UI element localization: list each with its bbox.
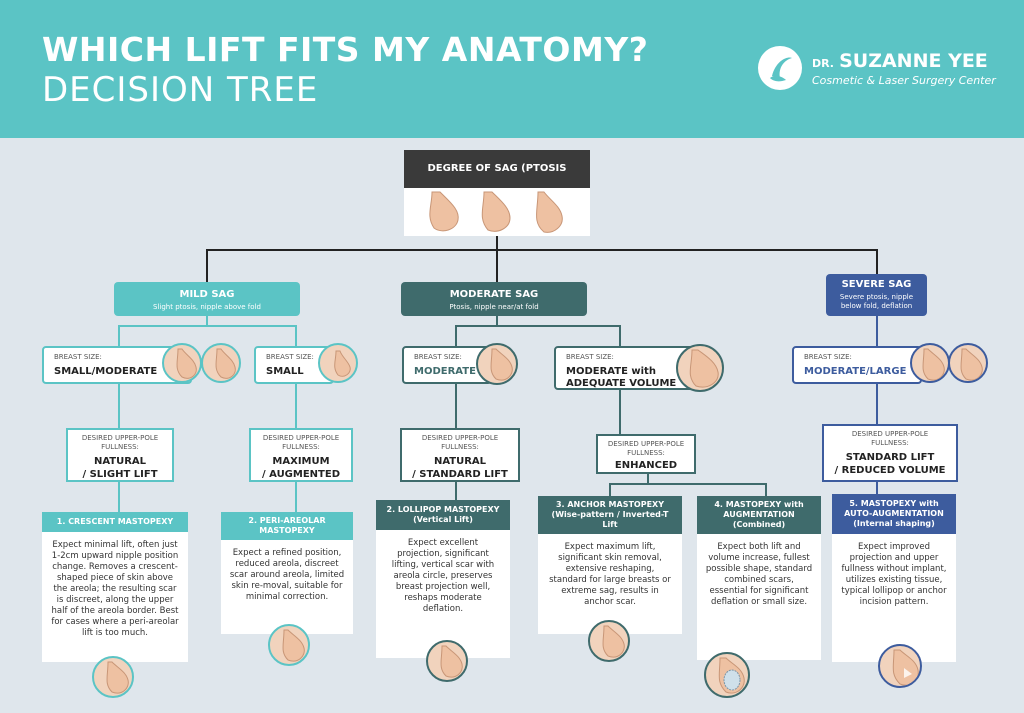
category-subtitle-line2: below fold, deflation (840, 302, 913, 310)
procedure-5-subtitle: (Combined) (732, 520, 786, 529)
procedure-4-title: 3. ANCHOR MASTOPEXY (555, 500, 665, 509)
fullness-label-line1: DESIRED UPPER-POLE (81, 434, 159, 442)
breast-size-label: BREAST SIZE: (804, 353, 852, 361)
page-subtitle: DECISION TREE (42, 70, 319, 110)
category-title: SEVERE SAG (841, 279, 912, 290)
breast-size-moderate-adequate: BREAST SIZE: MODERATE with ADEQUATE VOLU… (554, 346, 694, 390)
breast-profile-icon (588, 620, 630, 662)
fullness-natural-standard: DESIRED UPPER-POLE FULLNESS: NATURAL / S… (400, 428, 520, 482)
fullness-label-line2: FULLNESS: (441, 443, 479, 451)
fullness-label-line2: FULLNESS: (282, 443, 320, 451)
fullness-value-line1: NATURAL (93, 456, 147, 467)
category-mild-sag: MILD SAG Slight ptosis, nipple above fol… (114, 282, 300, 316)
procedure-3-description: Expect excellent projection, significant… (376, 530, 510, 658)
logo-icon (758, 46, 802, 90)
fullness-label-line2: FULLNESS: (627, 449, 665, 457)
root-node-title: DEGREE OF SAG (PTOSIS (404, 150, 590, 188)
procedure-4-description: Expect maximum lift, significant skin re… (538, 534, 682, 634)
breast-profile-icon (318, 343, 358, 383)
fullness-label-line2: FULLNESS: (101, 443, 139, 451)
breast-size-value-line1: MODERATE with (566, 366, 656, 377)
breast-profile-icon (948, 343, 988, 383)
fullness-value: ENHANCED (614, 460, 678, 471)
fullness-natural-slight: DESIRED UPPER-POLE FULLNESS: NATURAL / S… (66, 428, 174, 482)
breast-size-value: SMALL (266, 366, 304, 377)
breast-profile-icon (910, 343, 950, 383)
fullness-value-line2: / STANDARD LIFT (412, 469, 508, 480)
procedure-4-subtitle: (Wise-pattern / Inverted-T Lift (551, 510, 669, 529)
header-banner: WHICH LIFT FITS MY ANATOMY? DECISION TRE… (0, 0, 1024, 138)
breast-size-value: SMALL/MODERATE (54, 366, 158, 377)
breast-implant-icon (704, 652, 750, 698)
procedure-6-subtitle: (Internal shaping) (853, 519, 935, 528)
breast-size-moderate: BREAST SIZE: MODERATE (402, 346, 492, 384)
breast-size-label: BREAST SIZE: (414, 353, 462, 361)
breast-profile-icon (92, 656, 134, 698)
breast-size-value-line2: ADEQUATE VOLUME (566, 378, 677, 389)
procedure-3-title: 2. LOLLIPOP MASTOPEXY (386, 505, 500, 514)
fullness-value-line2: / AUGMENTED (262, 469, 340, 480)
procedure-5-description: Expect both lift and volume increase, fu… (697, 534, 821, 660)
breast-profile-icon (162, 343, 202, 383)
category-severe-sag: SEVERE SAG Severe ptosis, nipple below f… (826, 274, 927, 316)
breast-size-value: MODERATE (414, 366, 476, 377)
breast-profile-icon (426, 640, 468, 682)
fullness-maximum: DESIRED UPPER-POLE FULLNESS: MAXIMUM / A… (249, 428, 353, 482)
procedure-5-title: 4. MASTOPEXY with AUGMENTATION (714, 500, 804, 519)
breast-size-label: BREAST SIZE: (266, 353, 314, 361)
category-subtitle: Slight ptosis, nipple above fold (153, 303, 261, 311)
fullness-label-line1: DESIRED UPPER-POLE (262, 434, 340, 442)
breast-profile-icon (476, 343, 518, 385)
procedure-6-description: Expect improved projection and upper ful… (832, 534, 956, 662)
root-node-illustrations (404, 188, 590, 236)
fullness-value-line2: / SLIGHT LIFT (82, 469, 158, 480)
logo-tagline: Cosmetic & Laser Surgery Center (812, 74, 996, 87)
procedure-3-subtitle: (Vertical Lift) (413, 515, 473, 524)
fullness-label-line2: FULLNESS: (871, 439, 909, 447)
page-title: WHICH LIFT FITS MY ANATOMY? (42, 30, 649, 69)
procedure-3-header: 2. LOLLIPOP MASTOPEXY (Vertical Lift) (376, 500, 510, 530)
fullness-value-line1: NATURAL (433, 456, 487, 467)
fullness-label-line1: DESIRED UPPER-POLE (607, 440, 685, 448)
fullness-enhanced: DESIRED UPPER-POLE FULLNESS: ENHANCED (596, 434, 696, 474)
fullness-label-line1: DESIRED UPPER-POLE (421, 434, 499, 442)
fullness-standard-reduced: DESIRED UPPER-POLE FULLNESS: STANDARD LI… (822, 424, 958, 482)
procedure-5-header: 4. MASTOPEXY with AUGMENTATION (Combined… (697, 496, 821, 534)
fullness-label-line1: DESIRED UPPER-POLE (851, 430, 929, 438)
breast-size-label: BREAST SIZE: (566, 353, 614, 361)
breast-size-label: BREAST SIZE: (54, 353, 102, 361)
breast-size-moderate-large: BREAST SIZE: MODERATE/LARGE (792, 346, 922, 384)
breast-profile-icon (201, 343, 241, 383)
procedure-2-description: Expect a refined position, reduced areol… (221, 540, 353, 634)
fullness-value-line1: STANDARD LIFT (845, 452, 935, 463)
fullness-value-line2: / REDUCED VOLUME (834, 465, 946, 476)
breast-profile-icon (878, 644, 922, 688)
fullness-value-line1: MAXIMUM (272, 456, 330, 467)
logo-surname: SUZANNE YEE (839, 50, 988, 72)
category-subtitle: Ptosis, nipple near/at fold (449, 303, 539, 311)
breast-profile-icon (676, 344, 724, 392)
category-moderate-sag: MODERATE SAG Ptosis, nipple near/at fold (401, 282, 587, 316)
procedure-4-header: 3. ANCHOR MASTOPEXY (Wise-pattern / Inve… (538, 496, 682, 534)
logo-name: DR. SUZANNE YEE (812, 50, 988, 72)
procedure-1-description: Expect minimal lift, often just 1-2cm up… (42, 532, 188, 662)
category-title: MILD SAG (179, 289, 235, 300)
logo-prefix: DR. (812, 57, 834, 70)
procedure-6-header: 5. MASTOPEXY with AUTO-AUGMENTATION (Int… (832, 494, 956, 534)
procedure-6-title: 5. MASTOPEXY with AUTO-AUGMENTATION (844, 499, 944, 518)
category-title: MODERATE SAG (449, 289, 539, 300)
procedure-2-title: 2. PERI-AREOLAR MASTOPEXY (221, 512, 353, 540)
breast-size-value: MODERATE/LARGE (804, 366, 907, 377)
procedure-1-title: 1. CRESCENT MASTOPEXY (42, 512, 188, 532)
breast-profile-icon (268, 624, 310, 666)
category-subtitle-line1: Severe ptosis, nipple (839, 293, 914, 301)
breast-profile-icon (429, 191, 563, 233)
